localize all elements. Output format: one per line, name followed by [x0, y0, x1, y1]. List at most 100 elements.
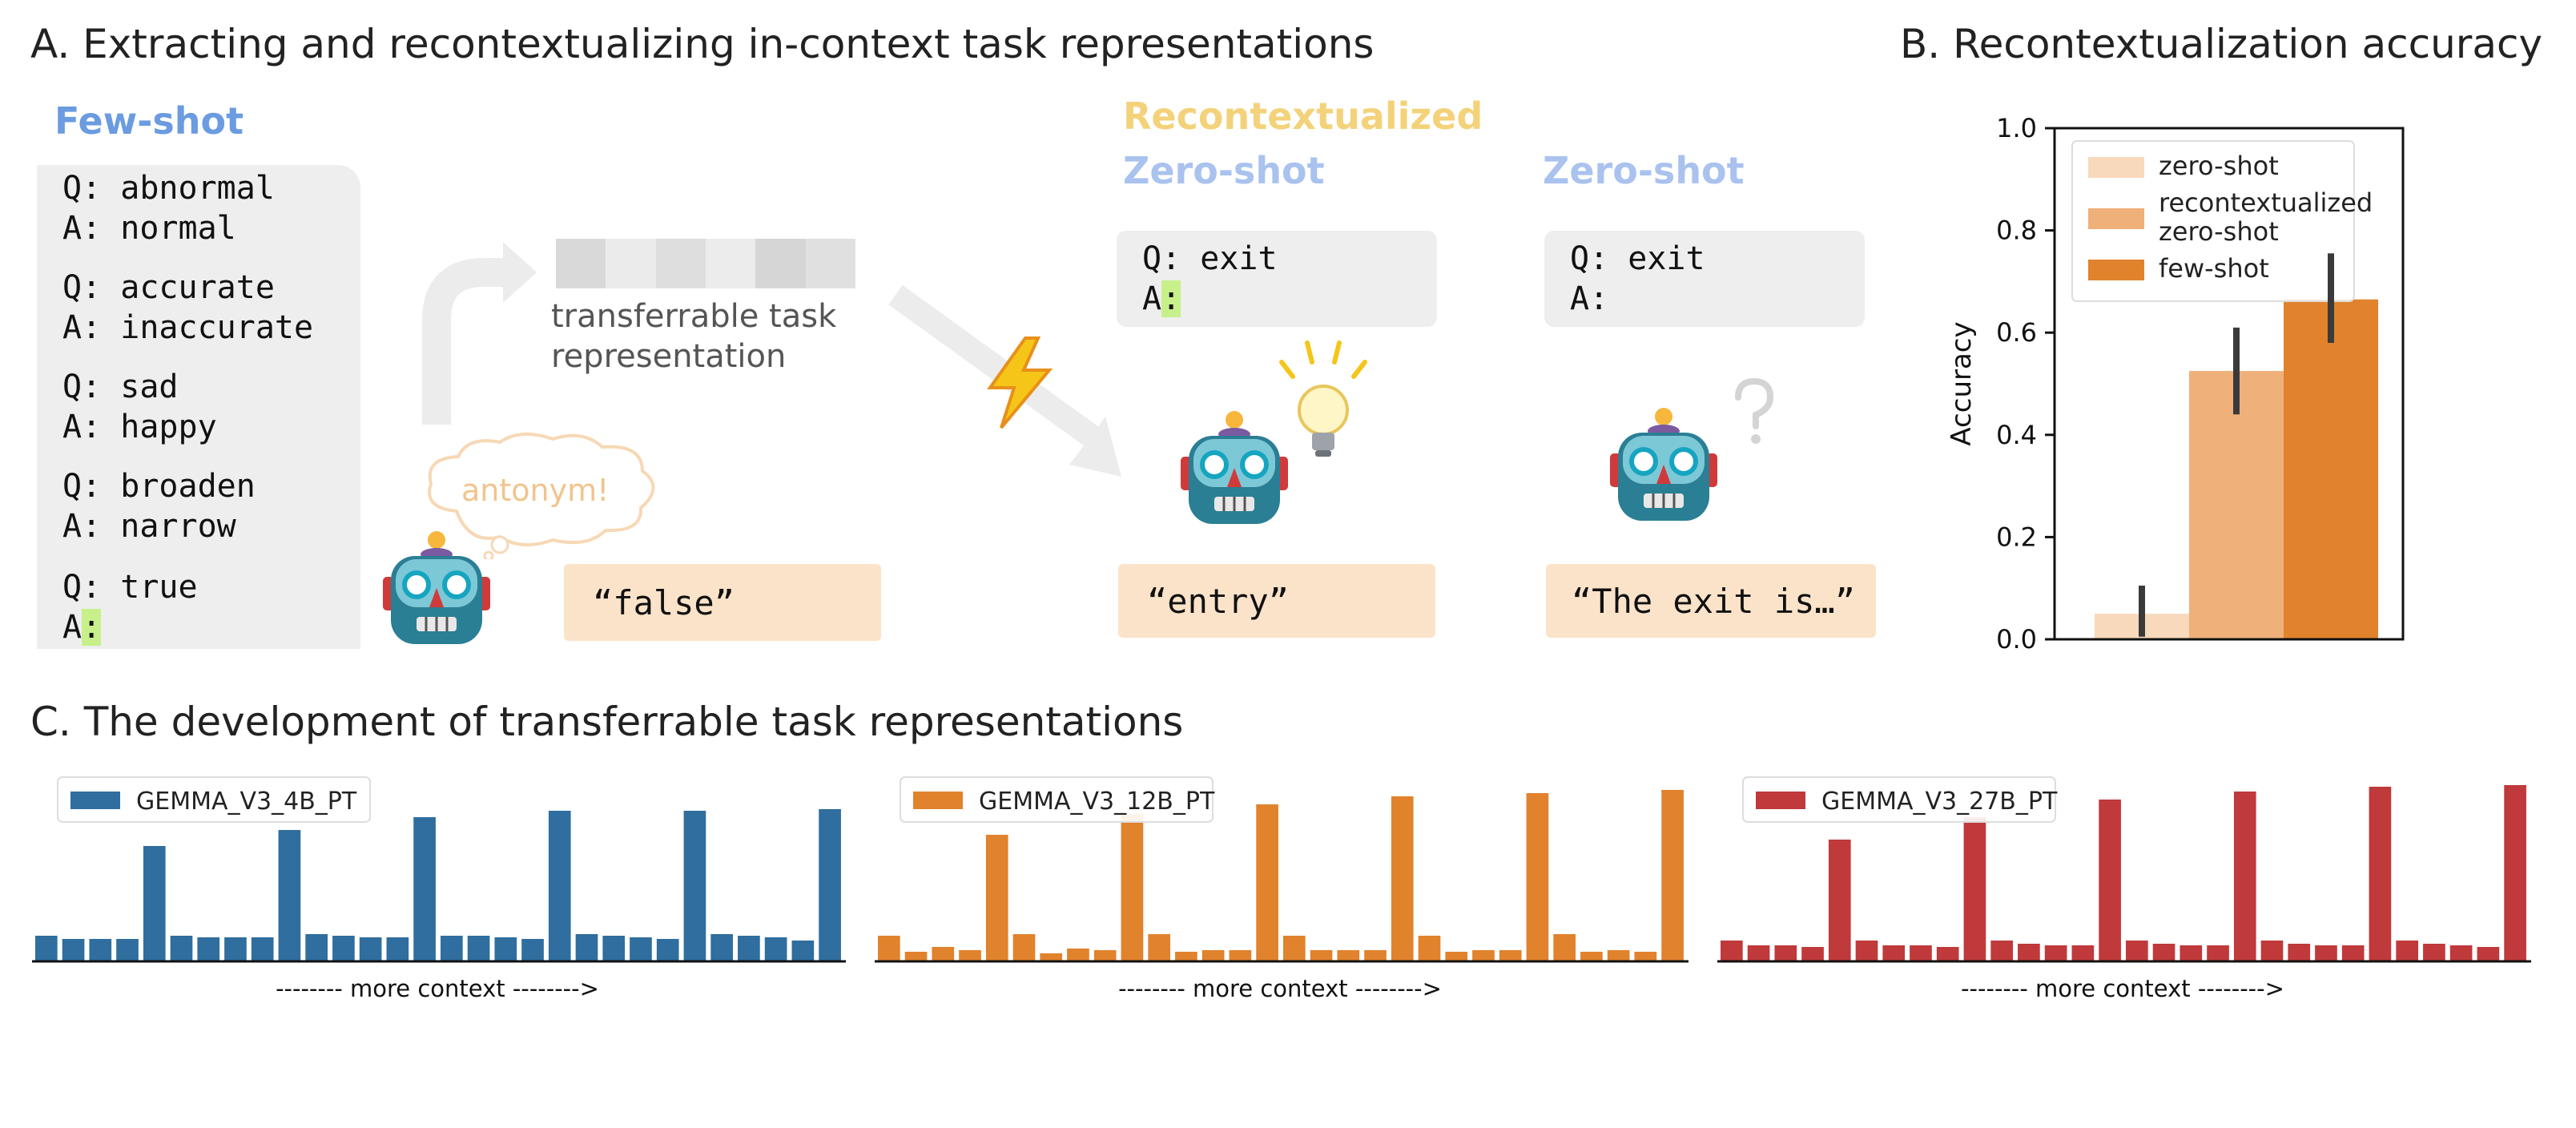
legend-label: few-shot: [2159, 253, 2269, 284]
bar: [1580, 952, 1603, 961]
extract-arrow-icon: [422, 242, 537, 425]
few-shot-question: Q: broaden: [62, 468, 256, 505]
bar: [1936, 947, 1959, 961]
bar: [1910, 945, 1932, 961]
legend-swatch: [2088, 208, 2144, 229]
bar: [1801, 947, 1824, 961]
legend-label: recontextualized: [2159, 187, 2373, 218]
few-shot-question: Q: accurate: [62, 269, 275, 306]
x-axis-label: -------- more context -------->: [1118, 975, 1442, 1001]
bar: [521, 939, 544, 961]
zero-shot-question: Q: exit: [1570, 240, 1705, 277]
recontextualized-prompt-box: Q: exit A:: [1117, 231, 1437, 327]
bar: [878, 936, 900, 961]
bar: [819, 809, 841, 961]
few-shot-header: Few-shot: [54, 99, 244, 143]
bar: [1201, 950, 1225, 961]
bar: [2369, 787, 2392, 961]
bar: [1418, 936, 1441, 961]
bar: [1828, 840, 1851, 961]
bar: [575, 934, 598, 961]
bar: [1391, 796, 1414, 961]
bar: [2071, 945, 2095, 961]
legend-frame: [1742, 776, 2056, 823]
answer-highlight: :: [1161, 280, 1181, 317]
bar: [738, 936, 760, 961]
bar: [2477, 947, 2500, 961]
panel-a-title: A. Extracting and recontextualizing in-c…: [30, 21, 1375, 67]
bar: [1012, 934, 1036, 961]
bar: [1855, 941, 1878, 961]
bar: [413, 817, 436, 961]
bar: [2288, 944, 2311, 961]
few-shot-answer: A: narrow: [62, 508, 236, 545]
bar: [764, 937, 787, 961]
bar: [251, 937, 274, 961]
bar: [630, 937, 652, 961]
bar: [1607, 950, 1630, 961]
legend-swatch: [1756, 792, 1805, 809]
legend-label: zero-shot: [2159, 216, 2279, 247]
bar: [2233, 792, 2256, 961]
task-representation-vector: [556, 239, 855, 288]
bar: [2504, 785, 2526, 961]
bar: [2207, 945, 2229, 961]
bar: [2044, 945, 2067, 961]
bar: [62, 939, 85, 961]
bar: [1774, 945, 1797, 961]
bar: [1499, 950, 1522, 961]
bar: [932, 947, 955, 961]
bar: [1175, 952, 1197, 961]
legend-label: zero-shot: [2159, 151, 2279, 181]
bar: [2341, 945, 2365, 961]
bar: [1445, 952, 1468, 961]
bar: [89, 939, 112, 961]
few-shot-pair: Q: sad A: happy: [62, 367, 313, 447]
few-shot-answer: A: happy: [62, 409, 217, 445]
bar: [2423, 944, 2445, 961]
bar: [2152, 944, 2176, 961]
bar: [1229, 950, 1252, 961]
legend-label: GEMMA_V3_4B_PT: [136, 788, 357, 816]
few-shot-query: Q: true A:: [62, 567, 198, 647]
recontextualized-output: “entry”: [1147, 582, 1290, 621]
bar: [1721, 941, 1743, 961]
y-tick-label: 0.0: [1996, 624, 2037, 655]
bar: [2126, 941, 2148, 961]
bar-few-shot: [2284, 299, 2378, 639]
bar: [441, 936, 463, 961]
bar: [305, 934, 328, 961]
chart-gemma_v3_12b_pt: GEMMA_V3_12B_PT-------- more context ---…: [875, 776, 1688, 1001]
bar: [494, 937, 517, 961]
bar: [2099, 800, 2121, 961]
zero-shot-answer: A:: [1570, 280, 1609, 317]
zero-shot-output: “The exit is…”: [1572, 582, 1856, 621]
bar: [1337, 950, 1360, 961]
y-tick-label: 0.4: [1996, 420, 2037, 450]
bar: [904, 952, 928, 961]
legend-frame: [900, 776, 1214, 823]
zero-shot-header: Zero-shot: [1543, 149, 1745, 192]
question-mark-icon: [1735, 377, 1774, 444]
bar: [116, 939, 139, 961]
development-bar-charts: GEMMA_V3_4B_PT -------- more context ----…: [32, 776, 2531, 1001]
bar: [1990, 941, 2013, 961]
bar: [1256, 804, 1278, 961]
few-shot-question: Q: sad: [62, 369, 179, 405]
bar: [1093, 950, 1117, 961]
bar: [548, 811, 571, 961]
recontextualized-output-box: “entry”: [1118, 564, 1435, 638]
answer-highlight: :: [82, 609, 102, 646]
bar: [278, 830, 301, 961]
bar: [1148, 934, 1170, 961]
chart-legend: zero-shotrecontextualizedzero-shotfew-sh…: [2071, 140, 2373, 302]
y-axis-label: Accuracy: [1946, 321, 1978, 445]
bar: [1364, 950, 1387, 961]
bar: [1634, 952, 1657, 961]
legend-swatch: [70, 792, 120, 809]
inject-arrow-icon: [888, 284, 1121, 477]
bar: [197, 937, 220, 961]
plot-frame: [2053, 127, 2405, 641]
bar: [332, 936, 355, 961]
